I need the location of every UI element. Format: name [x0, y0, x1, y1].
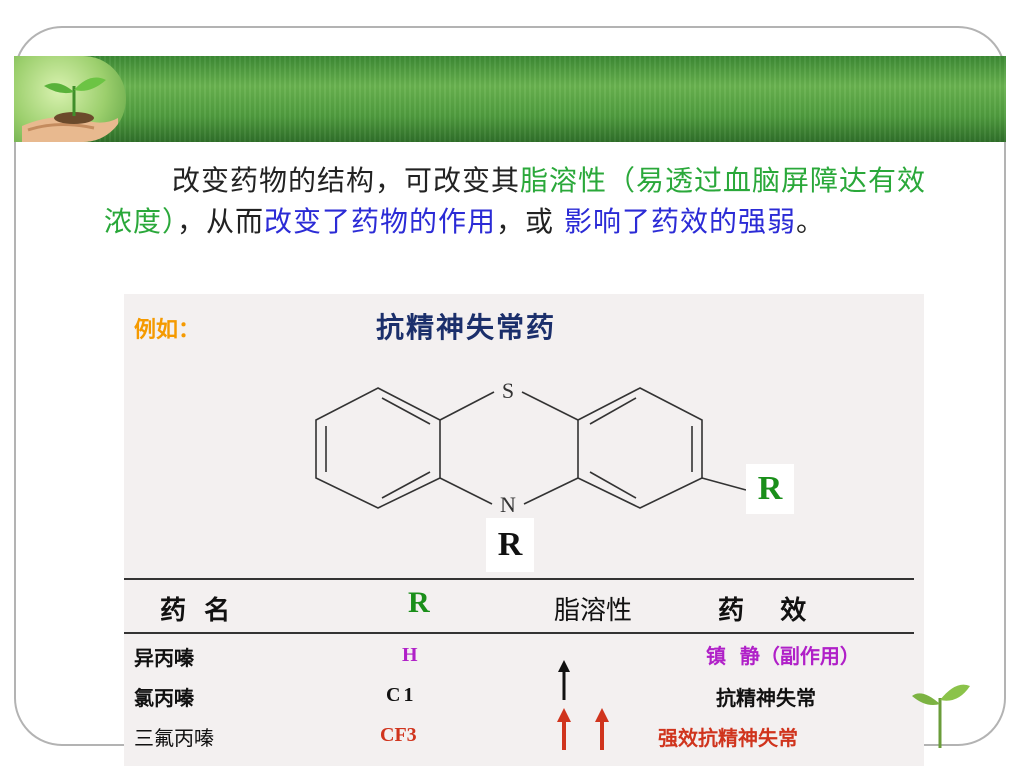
body-text-plain-3: ，或	[496, 205, 564, 238]
row1-effect: 镇 静（副作用）	[706, 644, 860, 668]
row2-r: C1	[386, 684, 417, 706]
header-lipophilicity: 脂溶性	[554, 596, 633, 626]
row3-effect: 强效抗精神失常	[658, 726, 798, 750]
header-banner	[14, 56, 1006, 142]
body-text-plain-4: 。	[795, 205, 825, 238]
header-drug-name: 药 名	[160, 596, 231, 626]
table-top-rule	[124, 578, 914, 580]
nitrogen-atom-label: N	[500, 492, 516, 517]
header-r: R	[408, 586, 430, 619]
example-label: 例如：	[134, 317, 201, 343]
body-text-lipophilicity: 脂溶性（易透过血脑屏障达有效浓度）	[104, 164, 927, 238]
panel-title: 抗精神失常药	[376, 311, 557, 344]
row3-r: CF3	[380, 724, 417, 746]
arrow-up-icon	[558, 660, 570, 700]
body-text-plain-1: 改变药物的结构，可改变其	[172, 164, 521, 197]
table-header-rule	[124, 632, 914, 634]
arrow-up-icon	[557, 708, 571, 750]
body-text-plain-2: ，从而	[177, 205, 265, 238]
body-paragraph: 改变药物的结构，可改变其脂溶性（易透过血脑屏障达有效浓度），从而改变了药物的作用…	[104, 160, 944, 242]
ring-substituent-r: R	[746, 464, 794, 514]
sprout-icon	[912, 684, 970, 748]
body-text-potency: 影响了药效的强弱	[563, 205, 796, 238]
sulfur-atom-label: S	[502, 378, 514, 403]
header-effect: 药 效	[718, 596, 807, 626]
row2-drug-name: 氯丙嗪	[134, 686, 194, 710]
row1-drug-name: 异丙嗪	[134, 646, 194, 670]
arrow-up-icon	[595, 708, 609, 750]
row3-drug-name: 三氟丙嗪	[134, 726, 214, 750]
hands-seedling-logo	[14, 56, 126, 142]
body-text-drug-action: 改变了药物的作用	[264, 205, 497, 238]
row1-r: H	[402, 644, 418, 666]
nitrogen-substituent-r: R	[486, 518, 534, 572]
row2-effect: 抗精神失常	[716, 686, 816, 710]
lipophilicity-arrows	[557, 660, 609, 750]
